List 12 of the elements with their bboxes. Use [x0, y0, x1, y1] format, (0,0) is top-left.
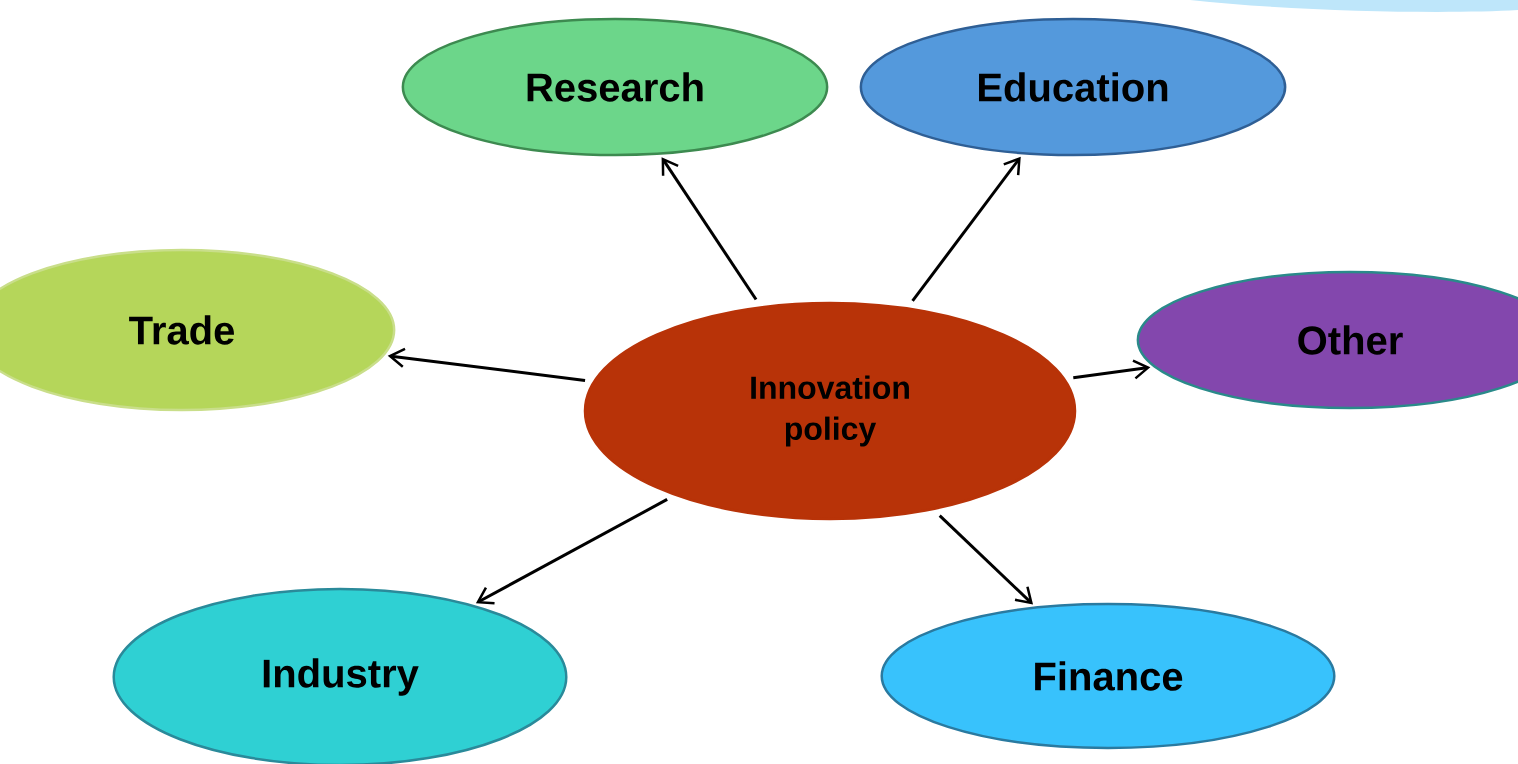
arrow	[387, 347, 586, 382]
ellipse-node: Education	[859, 17, 1287, 157]
arrow	[1073, 359, 1151, 380]
arrow	[938, 514, 1034, 605]
ellipse-node: Innovation policy	[583, 301, 1077, 521]
ellipse-node: Industry	[112, 587, 568, 764]
arrow	[911, 156, 1021, 302]
ellipse-node: Finance	[880, 602, 1336, 750]
ellipse-node: Other	[1136, 270, 1518, 410]
arrow	[661, 157, 758, 301]
ellipse-node: Research	[401, 17, 829, 157]
arrow	[475, 498, 668, 605]
